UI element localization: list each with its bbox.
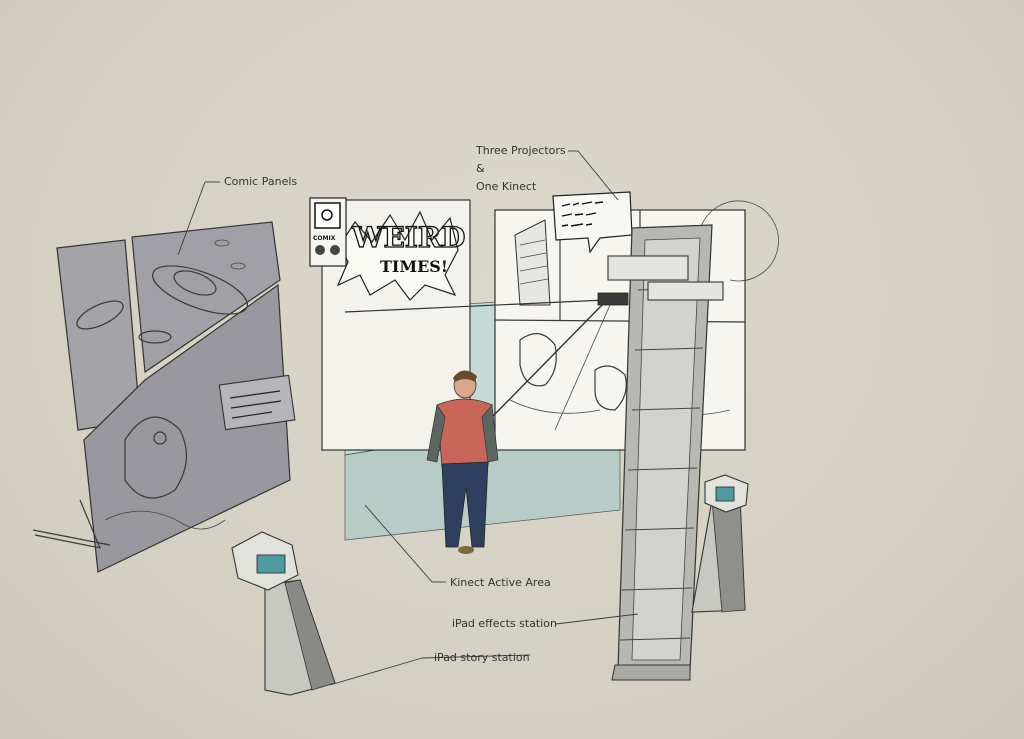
back-wall-center-panel: WEIRD TIMES! [321,199,471,451]
label-three-projectors: Three Projectors [476,144,566,157]
visitor-person [426,370,499,554]
label-one-kinect: One Kinect [476,180,537,193]
ipad-story-station [231,531,336,696]
logo-sign: COMIX [309,197,347,267]
times-text: TIMES! [380,257,448,276]
ipad-effects-station [691,474,749,613]
logo-text: COMIX [313,235,336,242]
ipad-effects-screen [715,486,735,502]
label-comic-panels: Comic Panels [224,175,298,188]
weird-text: WEIRD [351,221,465,254]
label-ipad-effects-station: iPad effects station [452,617,557,630]
ipad-story-screen [256,554,286,574]
comic-panels [32,221,296,573]
projector-tower [597,224,724,681]
label-ampersand: & [476,162,485,175]
speech-balloon [552,191,633,254]
leader-lines [177,150,639,686]
label-kinect-active-area: Kinect Active Area [450,576,551,589]
label-ipad-story-station: iPad story station [434,651,530,664]
